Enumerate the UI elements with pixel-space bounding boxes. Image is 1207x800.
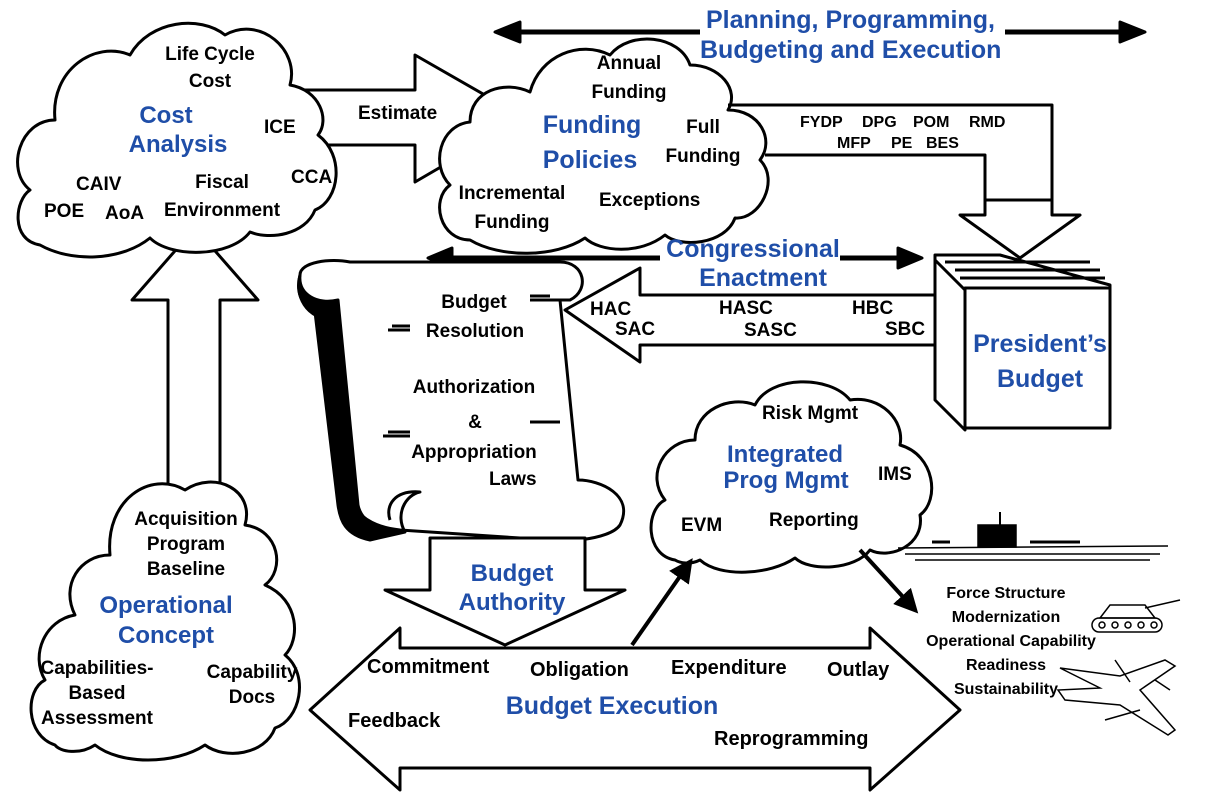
apb-label-2: Program [146, 534, 226, 555]
operational-concept-cloud [29, 480, 301, 762]
capability-docs-label-1: Capability [206, 662, 298, 683]
annual-funding-label: Funding [591, 82, 667, 103]
ppbe-title-line1: Planning, Programming, [706, 6, 995, 34]
poe-label: POE [44, 201, 85, 222]
apb-label-1: Acquisition [134, 509, 238, 530]
operational-capability-label: Operational Capability [926, 633, 1096, 650]
ims-label: IMS [878, 464, 912, 485]
rmd-label: RMD [969, 114, 1006, 131]
presidents-budget-title-2: Budget [996, 365, 1084, 393]
cba-label-3: Assessment [41, 708, 153, 729]
force-structure-label: Force Structure [946, 585, 1066, 602]
life-cycle-cost-label: Cost [188, 71, 232, 92]
expenditure-label: Expenditure [671, 657, 787, 679]
sbc-label: SBC [885, 319, 926, 340]
congressional-title-1: Congressional [666, 235, 840, 263]
cost-analysis-cloud [16, 21, 338, 259]
risk-mgmt-label: Risk Mgmt [762, 403, 859, 424]
funding-policies-title-2: Policies [542, 146, 638, 174]
budget-authority-arrow [383, 536, 627, 647]
sasc-label: SASC [744, 320, 797, 341]
budget-resolution-label-2: Resolution [425, 321, 525, 342]
ppbe-title-line2: Budgeting and Execution [700, 36, 1002, 64]
tank-icon [1091, 599, 1181, 633]
funding-line-lower [765, 153, 987, 200]
hbc-label: HBC [852, 298, 894, 319]
exceptions-label: Exceptions [599, 190, 701, 211]
presidents-budget-box [933, 253, 1112, 432]
ampersand-label: & [468, 412, 482, 433]
sustainability-label: Sustainability [953, 681, 1059, 698]
reporting-label: Reporting [769, 510, 859, 531]
budget-resolution-label-1: Budget [441, 292, 507, 313]
integrated-title-1: Integrated [726, 441, 844, 468]
budget-authority-title-1: Budget [470, 560, 554, 587]
laws-label: Laws [489, 469, 537, 490]
budget-execution-title: Budget Execution [505, 692, 719, 720]
funding-policies-cloud [438, 37, 770, 255]
congressional-title-2: Enactment [699, 264, 827, 292]
full-funding-label: Funding [665, 146, 741, 167]
obligation-label: Obligation [530, 659, 629, 681]
budget-authority-title-2: Authority [458, 589, 566, 616]
ipm-to-force-arrow [858, 548, 919, 614]
capability-docs-label-2: Docs [228, 687, 276, 708]
dpg-label: DPG [862, 114, 897, 131]
funding-policies-title-1: Funding [542, 111, 642, 139]
incremental-label: Incremental [458, 183, 566, 204]
fiscal-label: Fiscal [195, 172, 249, 193]
fighter-jet-icon [1056, 659, 1177, 736]
pom-label: POM [913, 114, 950, 131]
feedback-label: Feedback [348, 710, 441, 732]
incremental-funding-label: Funding [474, 212, 550, 233]
bes-label: BES [926, 135, 959, 152]
fydp-label: FYDP [800, 114, 843, 131]
pe-label: PE [891, 135, 913, 152]
outlay-label: Outlay [827, 659, 890, 681]
environment-label: Environment [163, 200, 281, 221]
cost-analysis-title-1: Cost [139, 102, 193, 129]
annual-label: Annual [596, 53, 662, 74]
ppbe-double-arrow [493, 20, 1147, 44]
commitment-label: Commitment [367, 656, 490, 678]
reprogramming-label: Reprogramming [714, 728, 869, 750]
into-presidents-budget-arrow [958, 198, 1082, 260]
mfp-label: MFP [837, 135, 871, 152]
aircraft-carrier-icon [897, 512, 1169, 561]
hasc-label: HASC [719, 298, 773, 319]
funding-line-upper [728, 103, 1054, 200]
readiness-label: Readiness [965, 657, 1047, 674]
aoa-label: AoA [105, 203, 145, 224]
modernization-label: Modernization [951, 609, 1061, 626]
authorization-label: Authorization [412, 377, 536, 398]
committee-arrow [563, 266, 937, 364]
cba-label-2: Based [68, 683, 126, 704]
integrated-prog-mgmt-cloud [649, 380, 934, 574]
evm-label: EVM [681, 515, 723, 536]
life-cycle-label: Life Cycle [165, 44, 255, 65]
operational-title-2: Concept [118, 622, 214, 649]
full-label: Full [686, 117, 720, 138]
presidents-budget-title-1: President’s [973, 330, 1107, 358]
appropriation-label: Appropriation [411, 442, 537, 463]
integrated-title-2: Prog Mgmt [723, 467, 849, 494]
operational-title-1: Operational [99, 592, 233, 619]
hac-label: HAC [590, 299, 632, 320]
operational-to-cost-arrow [130, 226, 260, 497]
cca-label: CCA [291, 167, 333, 188]
budget-execution-arrow [308, 626, 962, 792]
ice-label: ICE [264, 117, 296, 138]
caiv-label: CAIV [76, 174, 122, 195]
sac-label: SAC [615, 319, 656, 340]
apb-label-3: Baseline [146, 559, 226, 580]
cba-label-1: Capabilities- [40, 658, 154, 679]
obligation-to-ipm-arrow [630, 558, 693, 647]
cost-analysis-title-2: Analysis [128, 131, 228, 158]
legislation-scroll [297, 259, 626, 543]
estimate-label: Estimate [358, 103, 438, 124]
